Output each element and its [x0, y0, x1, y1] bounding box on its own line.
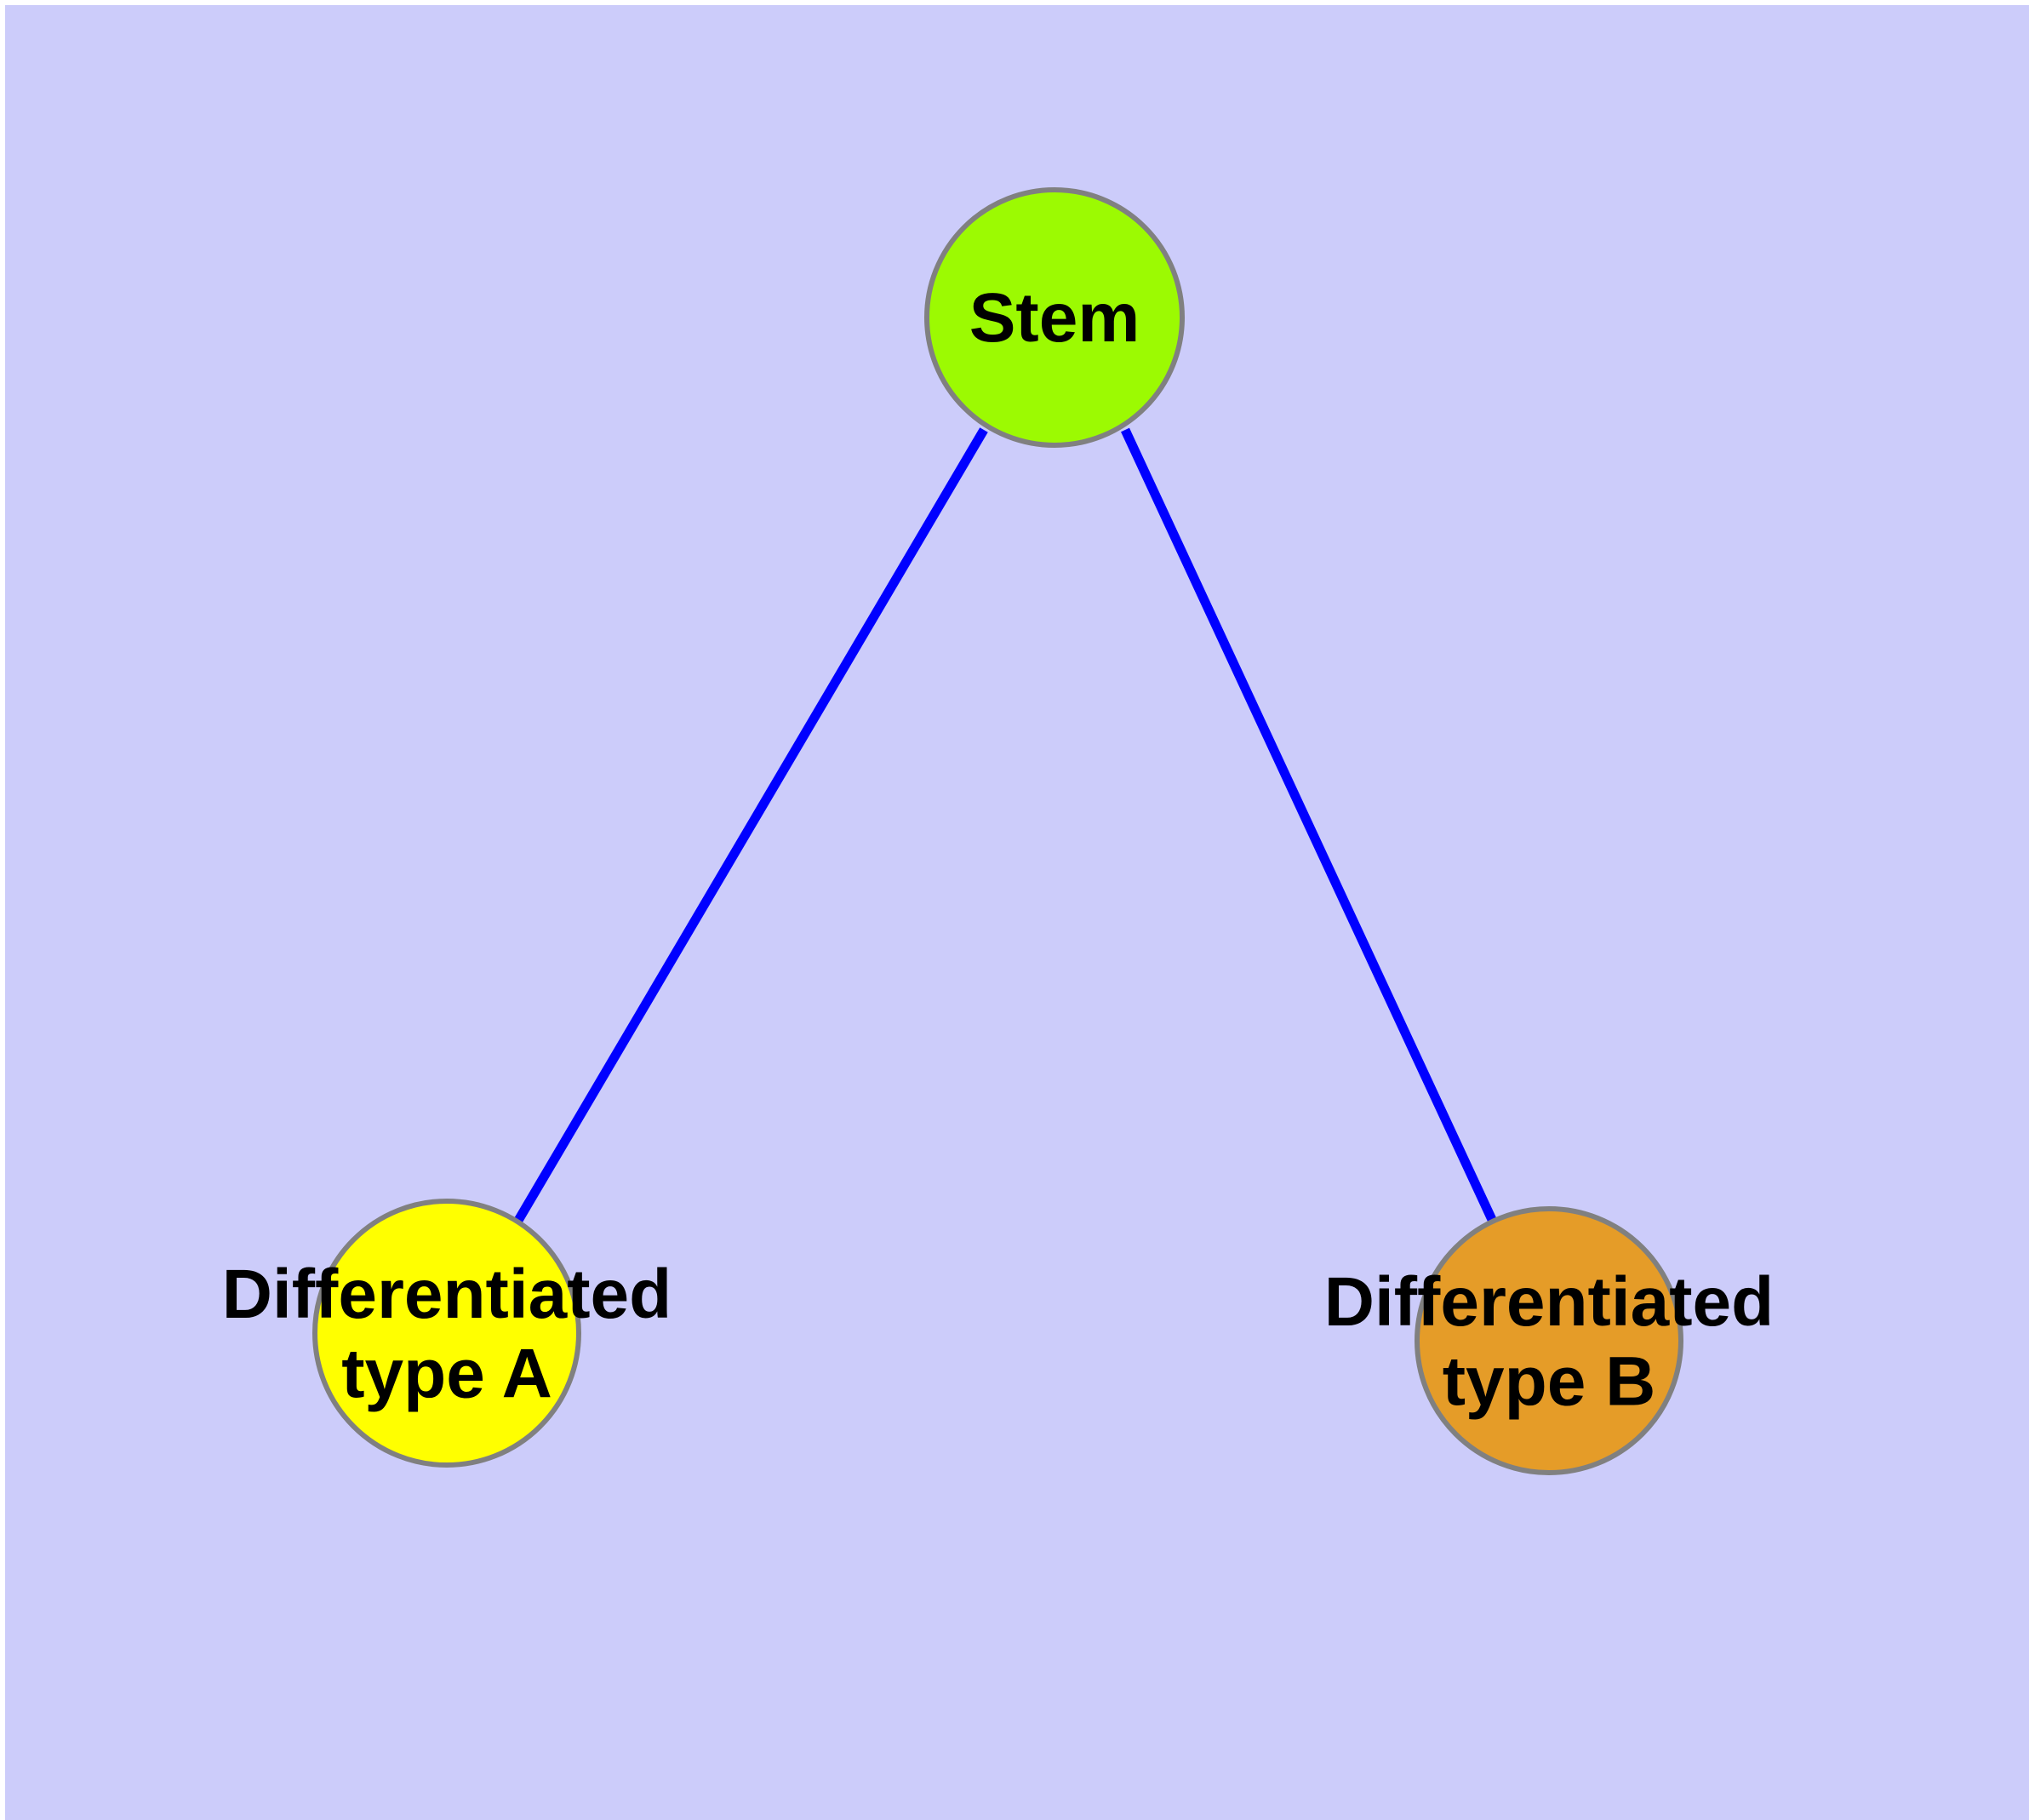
- node-differentiated-type-b[interactable]: [1415, 1206, 1683, 1475]
- edge-layer: [512, 427, 1498, 1226]
- node-label-differentiated-type-a-line1: Differentiated: [222, 1256, 672, 1333]
- edge-stem-to-diff-b[interactable]: [1121, 427, 1498, 1226]
- node-label-differentiated-type-b-line1: Differentiated: [1324, 1263, 1775, 1341]
- edge-stem-to-diff-a[interactable]: [512, 427, 988, 1226]
- node-label-differentiated-type-b-line2: type B: [1443, 1342, 1656, 1420]
- node-label-stem: Stem: [969, 279, 1140, 357]
- node-layer: [312, 187, 1683, 1475]
- node-label-differentiated-type-a-line2: type A: [341, 1335, 552, 1412]
- node-differentiated-type-a[interactable]: [312, 1199, 581, 1468]
- node-label-layer: Stem Differentiated type A Differentiate…: [222, 279, 1775, 1421]
- node-stem[interactable]: [924, 187, 1185, 448]
